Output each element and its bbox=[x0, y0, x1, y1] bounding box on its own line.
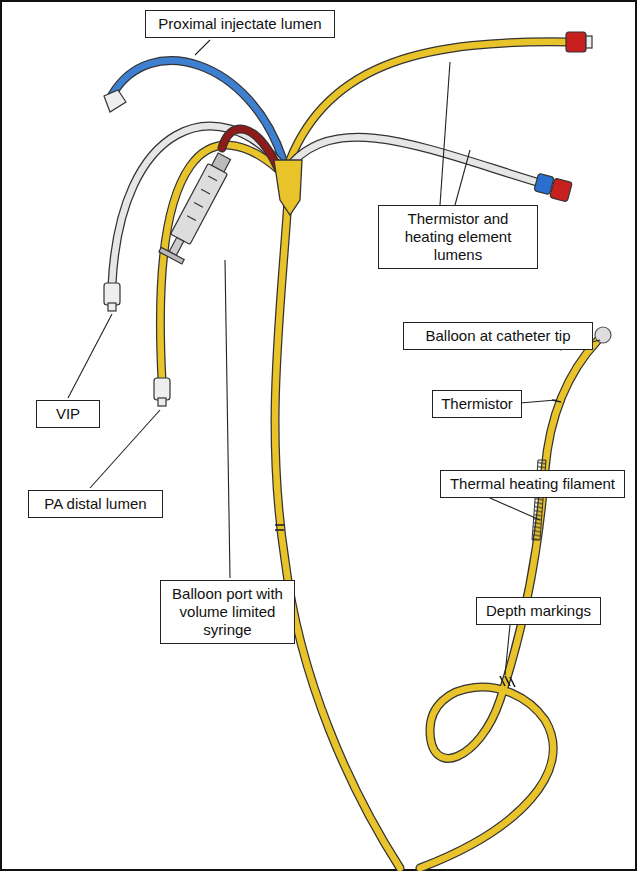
label-box: PA distal lumen bbox=[28, 490, 163, 518]
label-text: Balloon port with volume limited syringe bbox=[167, 585, 288, 639]
label-box: Balloon at catheter tip bbox=[403, 322, 593, 350]
label-box: Depth markings bbox=[476, 597, 601, 625]
label-text: Thermistor bbox=[439, 395, 515, 413]
label-text: Balloon at catheter tip bbox=[410, 327, 586, 345]
label-box: VIP bbox=[36, 400, 100, 428]
label-text: PA distal lumen bbox=[35, 495, 156, 513]
label-text: Proximal injectate lumen bbox=[152, 15, 328, 33]
label-box: Thermal heating filament bbox=[440, 470, 625, 498]
label-box: Thermistor and heating element lumens bbox=[378, 205, 538, 269]
label-box: Balloon port with volume limited syringe bbox=[160, 580, 295, 644]
label-text: Thermistor and heating element lumens bbox=[385, 210, 531, 264]
label-text: VIP bbox=[43, 405, 93, 423]
label-text: Depth markings bbox=[483, 602, 594, 620]
label-box: Proximal injectate lumen bbox=[145, 10, 335, 38]
label-box: Thermistor bbox=[432, 390, 522, 418]
label-text: Thermal heating filament bbox=[447, 475, 618, 493]
